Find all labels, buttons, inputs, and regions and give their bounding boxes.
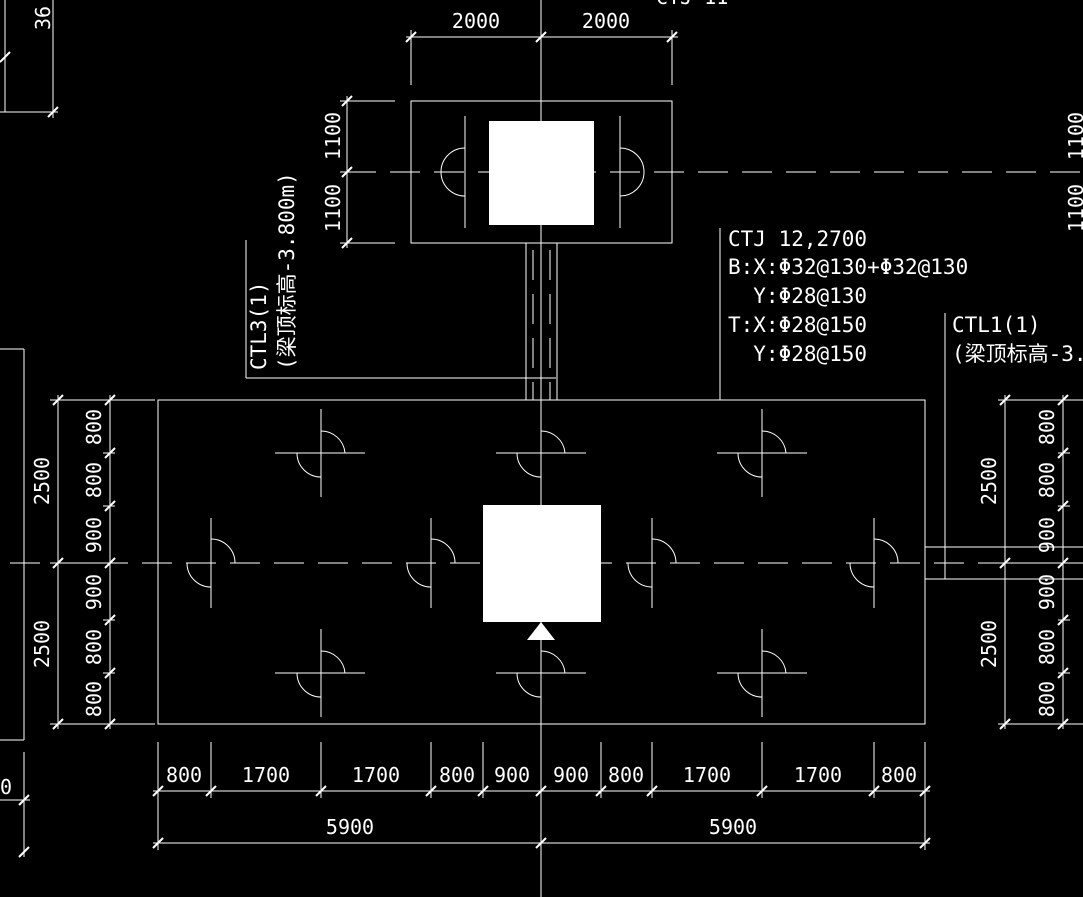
pile-row2-far-right bbox=[849, 518, 899, 608]
pile-row3-left bbox=[275, 629, 365, 717]
top-left-edge-dim: 36 bbox=[31, 6, 55, 30]
tie-beam-right-elevation: (梁顶标高-3.2 bbox=[952, 342, 1083, 366]
bottom-dim-3: 1700 bbox=[352, 763, 400, 787]
left-dim-6: 800 bbox=[82, 681, 106, 717]
bottom-dim-2: 1700 bbox=[242, 763, 290, 787]
right-dim-outer-lower: 2500 bbox=[977, 620, 1001, 668]
pile-cap-rebar-3: T:X:Φ28@150 bbox=[728, 313, 867, 337]
left-dim-outer-upper: 2500 bbox=[30, 457, 54, 505]
pile-row1-right bbox=[717, 409, 807, 497]
right-dim-6: 800 bbox=[1035, 681, 1059, 717]
pile-cap-rebar-4: Y:Φ28@150 bbox=[728, 342, 867, 366]
top-column bbox=[489, 121, 594, 225]
bottom-dim-4: 800 bbox=[439, 763, 475, 787]
pile-row2-left bbox=[406, 518, 456, 608]
right-dim-1: 800 bbox=[1035, 409, 1059, 445]
right-dim-2: 800 bbox=[1035, 462, 1059, 498]
top-dim-width-left: 2000 bbox=[452, 9, 500, 33]
bottom-dim-7: 800 bbox=[608, 763, 644, 787]
right-dim-ext-lines bbox=[998, 399, 1083, 725]
top-edge-label: CTJ 11 bbox=[656, 0, 728, 9]
tie-beam-left-elevation: (梁顶标高-3.800m) bbox=[275, 172, 299, 370]
tie-beam-left-name: CTL3(1) bbox=[247, 281, 271, 370]
bottom-dim-8: 1700 bbox=[683, 763, 731, 787]
bottom-dim-6: 900 bbox=[553, 763, 589, 787]
bottom-dim-outer-right: 5900 bbox=[709, 815, 757, 839]
bottom-dim-outer-left: 5900 bbox=[326, 815, 374, 839]
pile-cap-rebar-1: B:X:Φ32@130+Φ32@130 bbox=[728, 255, 968, 279]
bottom-dim-1: 800 bbox=[166, 763, 202, 787]
pile-row3-center bbox=[496, 650, 586, 698]
pile-row1-left bbox=[275, 409, 365, 497]
top-dim-height-upper: 1100 bbox=[321, 112, 345, 160]
left-dim-4: 900 bbox=[82, 574, 106, 610]
left-dim-ext-lines bbox=[50, 399, 155, 725]
pile-row3-right bbox=[717, 629, 807, 717]
right-edge-dim-lower: 1100 bbox=[1064, 184, 1083, 232]
bottom-dim-5: 900 bbox=[494, 763, 530, 787]
left-dim-outer-lower: 2500 bbox=[30, 620, 54, 668]
left-dim-3: 900 bbox=[82, 517, 106, 553]
pile-row1-center bbox=[496, 430, 586, 478]
bottom-dim-9: 1700 bbox=[794, 763, 842, 787]
top-dim-height-lower: 1100 bbox=[321, 184, 345, 232]
bottom-dim-10: 800 bbox=[881, 763, 917, 787]
pile-cap-label: CTJ 12,2700 bbox=[728, 227, 867, 251]
bottom-left-edge-dim: 0 bbox=[0, 775, 12, 799]
top-dim-width-right: 2000 bbox=[582, 9, 630, 33]
right-dim-3: 900 bbox=[1035, 517, 1059, 553]
left-dim-5: 800 bbox=[82, 629, 106, 665]
tie-beam-ctl1 bbox=[925, 313, 1083, 580]
main-column bbox=[483, 505, 601, 622]
top-pile-right bbox=[619, 116, 645, 228]
right-dim-5: 800 bbox=[1035, 629, 1059, 665]
bottom-dim-ext-lines bbox=[157, 742, 926, 850]
main-pile-cap-outline bbox=[157, 399, 926, 725]
pile-row2-far-left bbox=[186, 518, 236, 608]
right-dim-4: 900 bbox=[1035, 574, 1059, 610]
tie-beam-ctl3 bbox=[525, 243, 558, 400]
top-pile-cap-outline bbox=[410, 100, 673, 244]
right-dim-outer-upper: 2500 bbox=[977, 457, 1001, 505]
right-edge-dim-upper: 1100 bbox=[1064, 112, 1083, 160]
tie-beam-right-name: CTL1(1) bbox=[952, 313, 1041, 337]
top-pile-left bbox=[440, 116, 466, 228]
pile-row2-right bbox=[627, 518, 677, 608]
left-dim-2: 800 bbox=[82, 462, 106, 498]
north-arrow-triangle bbox=[527, 622, 555, 640]
pile-cap-rebar-2: Y:Φ28@130 bbox=[728, 284, 867, 308]
left-dim-1: 800 bbox=[82, 409, 106, 445]
